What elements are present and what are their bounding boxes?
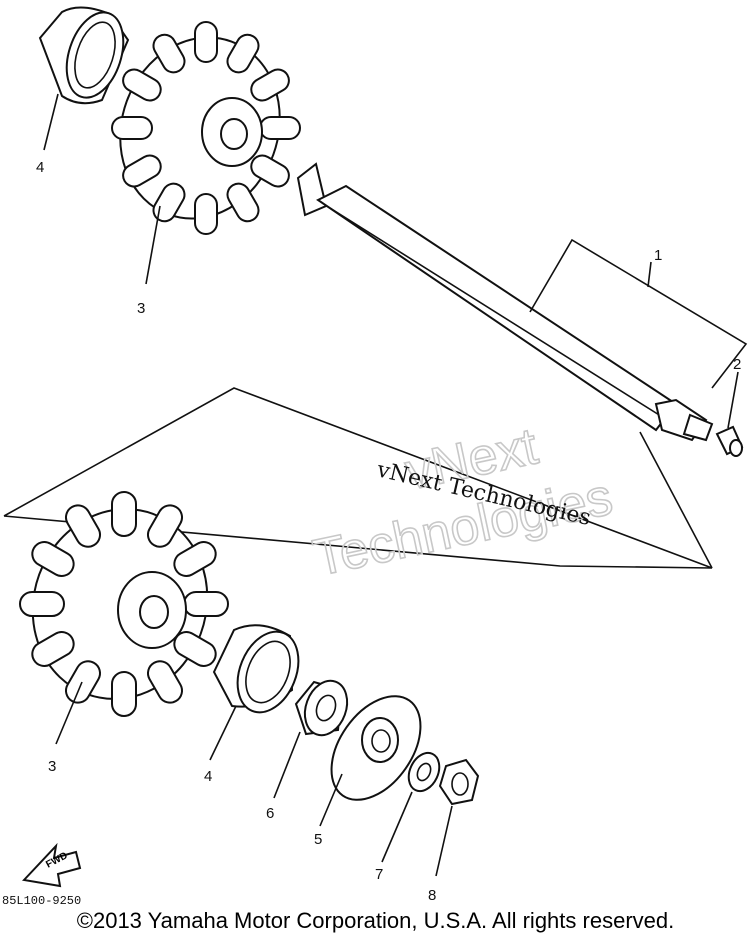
sprocket-tooth: [31, 631, 75, 667]
sprocket-tooth: [226, 182, 260, 223]
sprocket-tooth: [147, 504, 184, 548]
part-5-flange-plate[interactable]: [313, 680, 439, 816]
sprocket-tooth: [64, 504, 101, 548]
leader-line-2: [727, 371, 739, 429]
sprocket-tooth: [122, 154, 162, 188]
part-7-washer[interactable]: [403, 748, 445, 796]
sprocket-tooth: [122, 68, 162, 102]
part-2-pin[interactable]: [715, 425, 744, 457]
sprocket-tooth: [65, 660, 101, 704]
part-3-top-sprocket[interactable]: [95, 15, 305, 241]
exploded-parts-diagram: 4 3 1 2 3 4 6 5 7 8 FWD 85L100-9250 vNex…: [2, 5, 748, 905]
assembly-outline-edge: [639, 431, 713, 569]
part-4-lower-collar[interactable]: [212, 623, 310, 722]
callout-3-lower: 3: [48, 758, 56, 775]
sprocket-tooth: [194, 193, 218, 235]
watermark: vNext Technologies vNext Technologies: [308, 416, 619, 588]
part-4-top-collar[interactable]: [38, 5, 133, 105]
sprocket-tooth: [147, 660, 183, 704]
callout-4-lower: 4: [204, 768, 212, 785]
sprocket-tooth: [111, 491, 137, 537]
callout-4-top: 4: [36, 159, 44, 176]
callout-3-top: 3: [137, 300, 145, 317]
leader-bracket-1: [529, 238, 748, 389]
callout-8: 8: [428, 887, 436, 904]
callout-2: 2: [733, 356, 741, 373]
sprocket-tooth: [111, 671, 137, 717]
fwd-arrow-icon: FWD: [21, 842, 82, 888]
part-1-drive-shaft[interactable]: [296, 162, 714, 442]
sprocket-tooth: [183, 591, 229, 617]
part-3-lower-sprocket[interactable]: [6, 484, 233, 723]
sprocket-tooth: [226, 33, 260, 74]
sprocket-tooth: [259, 116, 301, 140]
sprocket-tooth: [250, 68, 290, 102]
sprocket-tooth: [250, 154, 290, 188]
part-8-nut[interactable]: [438, 758, 480, 806]
figure-code: 85L100-9250: [2, 894, 81, 905]
sprocket-tooth: [19, 591, 65, 617]
sprocket-tooth: [152, 33, 186, 74]
part-6-bearing[interactable]: [294, 675, 354, 741]
callout-6: 6: [266, 805, 274, 822]
callout-5: 5: [314, 831, 322, 848]
sprocket-tooth: [173, 541, 217, 577]
sprocket-tooth: [152, 182, 186, 223]
copyright-notice: ©2013 Yamaha Motor Corporation, U.S.A. A…: [76, 908, 675, 933]
sprocket-tooth: [111, 116, 153, 140]
callout-1: 1: [654, 247, 662, 264]
sprocket-tooth: [194, 21, 218, 63]
leader-lines: [43, 93, 453, 877]
callout-7: 7: [375, 866, 383, 883]
sprocket-tooth: [31, 541, 75, 577]
leader-line-1: [647, 261, 652, 288]
